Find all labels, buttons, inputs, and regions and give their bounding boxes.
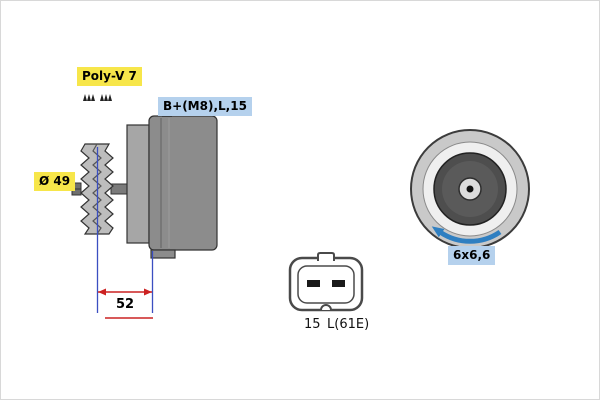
pulley-diameter-label: Ø 49	[34, 172, 76, 191]
shaft-center-point	[466, 185, 474, 193]
connector-pin-l61e	[332, 280, 345, 287]
mounting-hole-label: 6x6,6	[448, 246, 496, 265]
terminal-label: B+(M8),L,15	[158, 97, 252, 116]
dimension-arrowhead-left	[98, 288, 106, 296]
drive-end-bracket	[126, 124, 150, 244]
dimension-lines	[96, 147, 154, 319]
connector-pin-label-15: 15	[304, 317, 321, 332]
mounting-foot	[150, 249, 176, 259]
connector-pin-15	[307, 280, 320, 287]
dimension-arrowhead-right	[144, 288, 152, 296]
connector-keying-notch	[320, 304, 332, 311]
belt-type-label: Poly-V 7	[77, 67, 142, 86]
connector-view	[288, 252, 364, 312]
shaft	[110, 183, 130, 195]
dimension-value-52: 52	[115, 297, 135, 312]
connector-pin-label-l61e: L(61E)	[327, 317, 370, 332]
connector-top-tab	[317, 252, 335, 261]
connector-inner-outline	[297, 265, 355, 304]
rotation-direction-arrow-icon	[431, 226, 502, 244]
alternator-housing	[148, 115, 218, 251]
alternator-side-view	[71, 94, 218, 259]
poly-v-belt-profile-icon	[83, 94, 112, 101]
alternator-rear-view	[410, 129, 530, 249]
